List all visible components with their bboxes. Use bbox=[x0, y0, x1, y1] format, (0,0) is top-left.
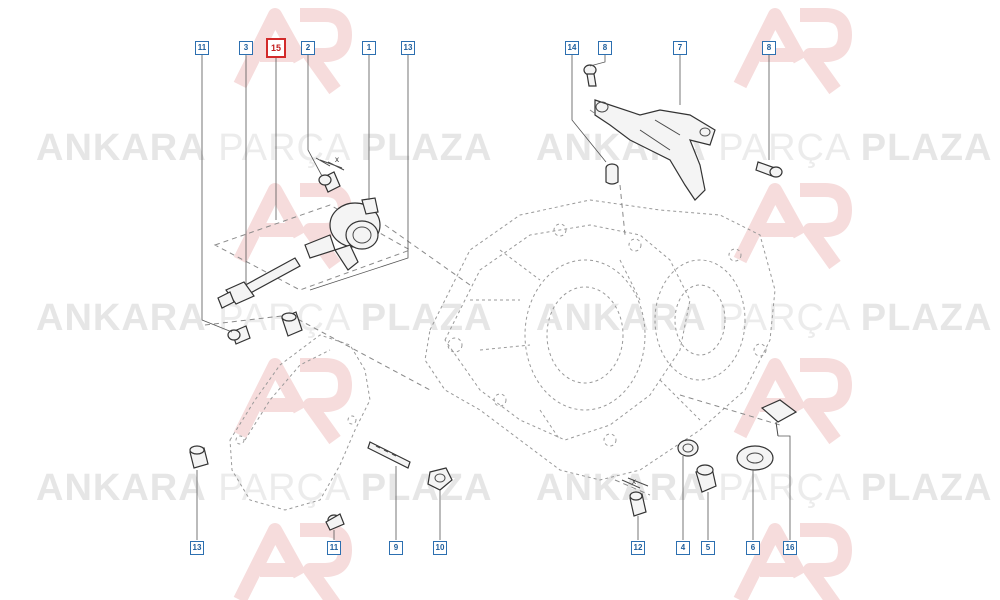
callout-9[interactable]: 9 bbox=[389, 541, 403, 555]
dowel-part-12 bbox=[629, 491, 647, 517]
watermark-logo-icon bbox=[733, 523, 852, 600]
watermark-text: ANKARA PARÇA PLAZA bbox=[36, 467, 493, 509]
callout-8-right[interactable]: 8 bbox=[762, 41, 776, 55]
dimension-mark-label: x bbox=[335, 155, 339, 164]
hydraulic-pipe-part bbox=[217, 257, 301, 309]
callout-leader-lines bbox=[196, 54, 791, 540]
stud-part-9 bbox=[367, 441, 411, 469]
watermark-logo-icon bbox=[733, 183, 852, 270]
dowel-part-13-lower bbox=[189, 445, 209, 469]
dimension-line bbox=[315, 157, 345, 171]
watermark-text: ANKARA PARÇA PLAZA bbox=[536, 297, 993, 339]
callout-8[interactable]: 8 bbox=[598, 41, 612, 55]
watermark-text: ANKARA PARÇA PLAZA bbox=[536, 127, 993, 169]
callout-4[interactable]: 4 bbox=[676, 541, 690, 555]
callout-5[interactable]: 5 bbox=[701, 541, 715, 555]
callout-10[interactable]: 10 bbox=[433, 541, 447, 555]
bolt-part-2 bbox=[318, 171, 341, 193]
watermark-logo-icon bbox=[233, 358, 352, 445]
assembly-leader-dashed bbox=[204, 314, 431, 391]
dimension-mark-label-lower: x bbox=[632, 477, 636, 486]
callout-1[interactable]: 1 bbox=[362, 41, 376, 55]
callout-12[interactable]: 12 bbox=[631, 541, 645, 555]
callout-15-selected[interactable]: 15 bbox=[266, 38, 286, 58]
callout-13-lower[interactable]: 13 bbox=[190, 541, 204, 555]
bolt-part-8-right bbox=[755, 161, 783, 178]
watermark-logo-icon bbox=[233, 523, 352, 600]
nut-part-10 bbox=[427, 467, 453, 491]
callout-6[interactable]: 6 bbox=[746, 541, 760, 555]
callout-11-lower[interactable]: 11 bbox=[327, 541, 341, 555]
gearbox-housing-outline bbox=[424, 199, 776, 481]
bracket-part-16 bbox=[760, 399, 798, 437]
dowel-part-13-upper bbox=[281, 311, 303, 337]
callout-3[interactable]: 3 bbox=[239, 41, 253, 55]
bolt-part-8-upper bbox=[583, 64, 597, 87]
seal-ring-part-4 bbox=[677, 439, 699, 457]
callout-13[interactable]: 13 bbox=[401, 41, 415, 55]
washer-part-6 bbox=[736, 445, 774, 471]
callout-16[interactable]: 16 bbox=[783, 541, 797, 555]
watermark-text: ANKARA PARÇA PLAZA bbox=[536, 467, 993, 509]
callout-14[interactable]: 14 bbox=[565, 41, 579, 55]
bolt-part-11-lower bbox=[325, 513, 345, 531]
pin-part-14 bbox=[605, 163, 619, 185]
callout-2[interactable]: 2 bbox=[301, 41, 315, 55]
watermark-logo-icon bbox=[733, 8, 852, 95]
bolt-part-11-upper bbox=[227, 325, 251, 345]
watermark-text: ANKARA PARÇA PLAZA bbox=[36, 127, 493, 169]
callout-11[interactable]: 11 bbox=[195, 41, 209, 55]
callout-7[interactable]: 7 bbox=[673, 41, 687, 55]
release-fork-part bbox=[594, 99, 716, 201]
release-bearing-part bbox=[304, 197, 381, 271]
drain-plug-part-5 bbox=[695, 464, 717, 493]
housing-cover-outline bbox=[229, 334, 371, 511]
dimension-line-lower bbox=[621, 477, 649, 489]
